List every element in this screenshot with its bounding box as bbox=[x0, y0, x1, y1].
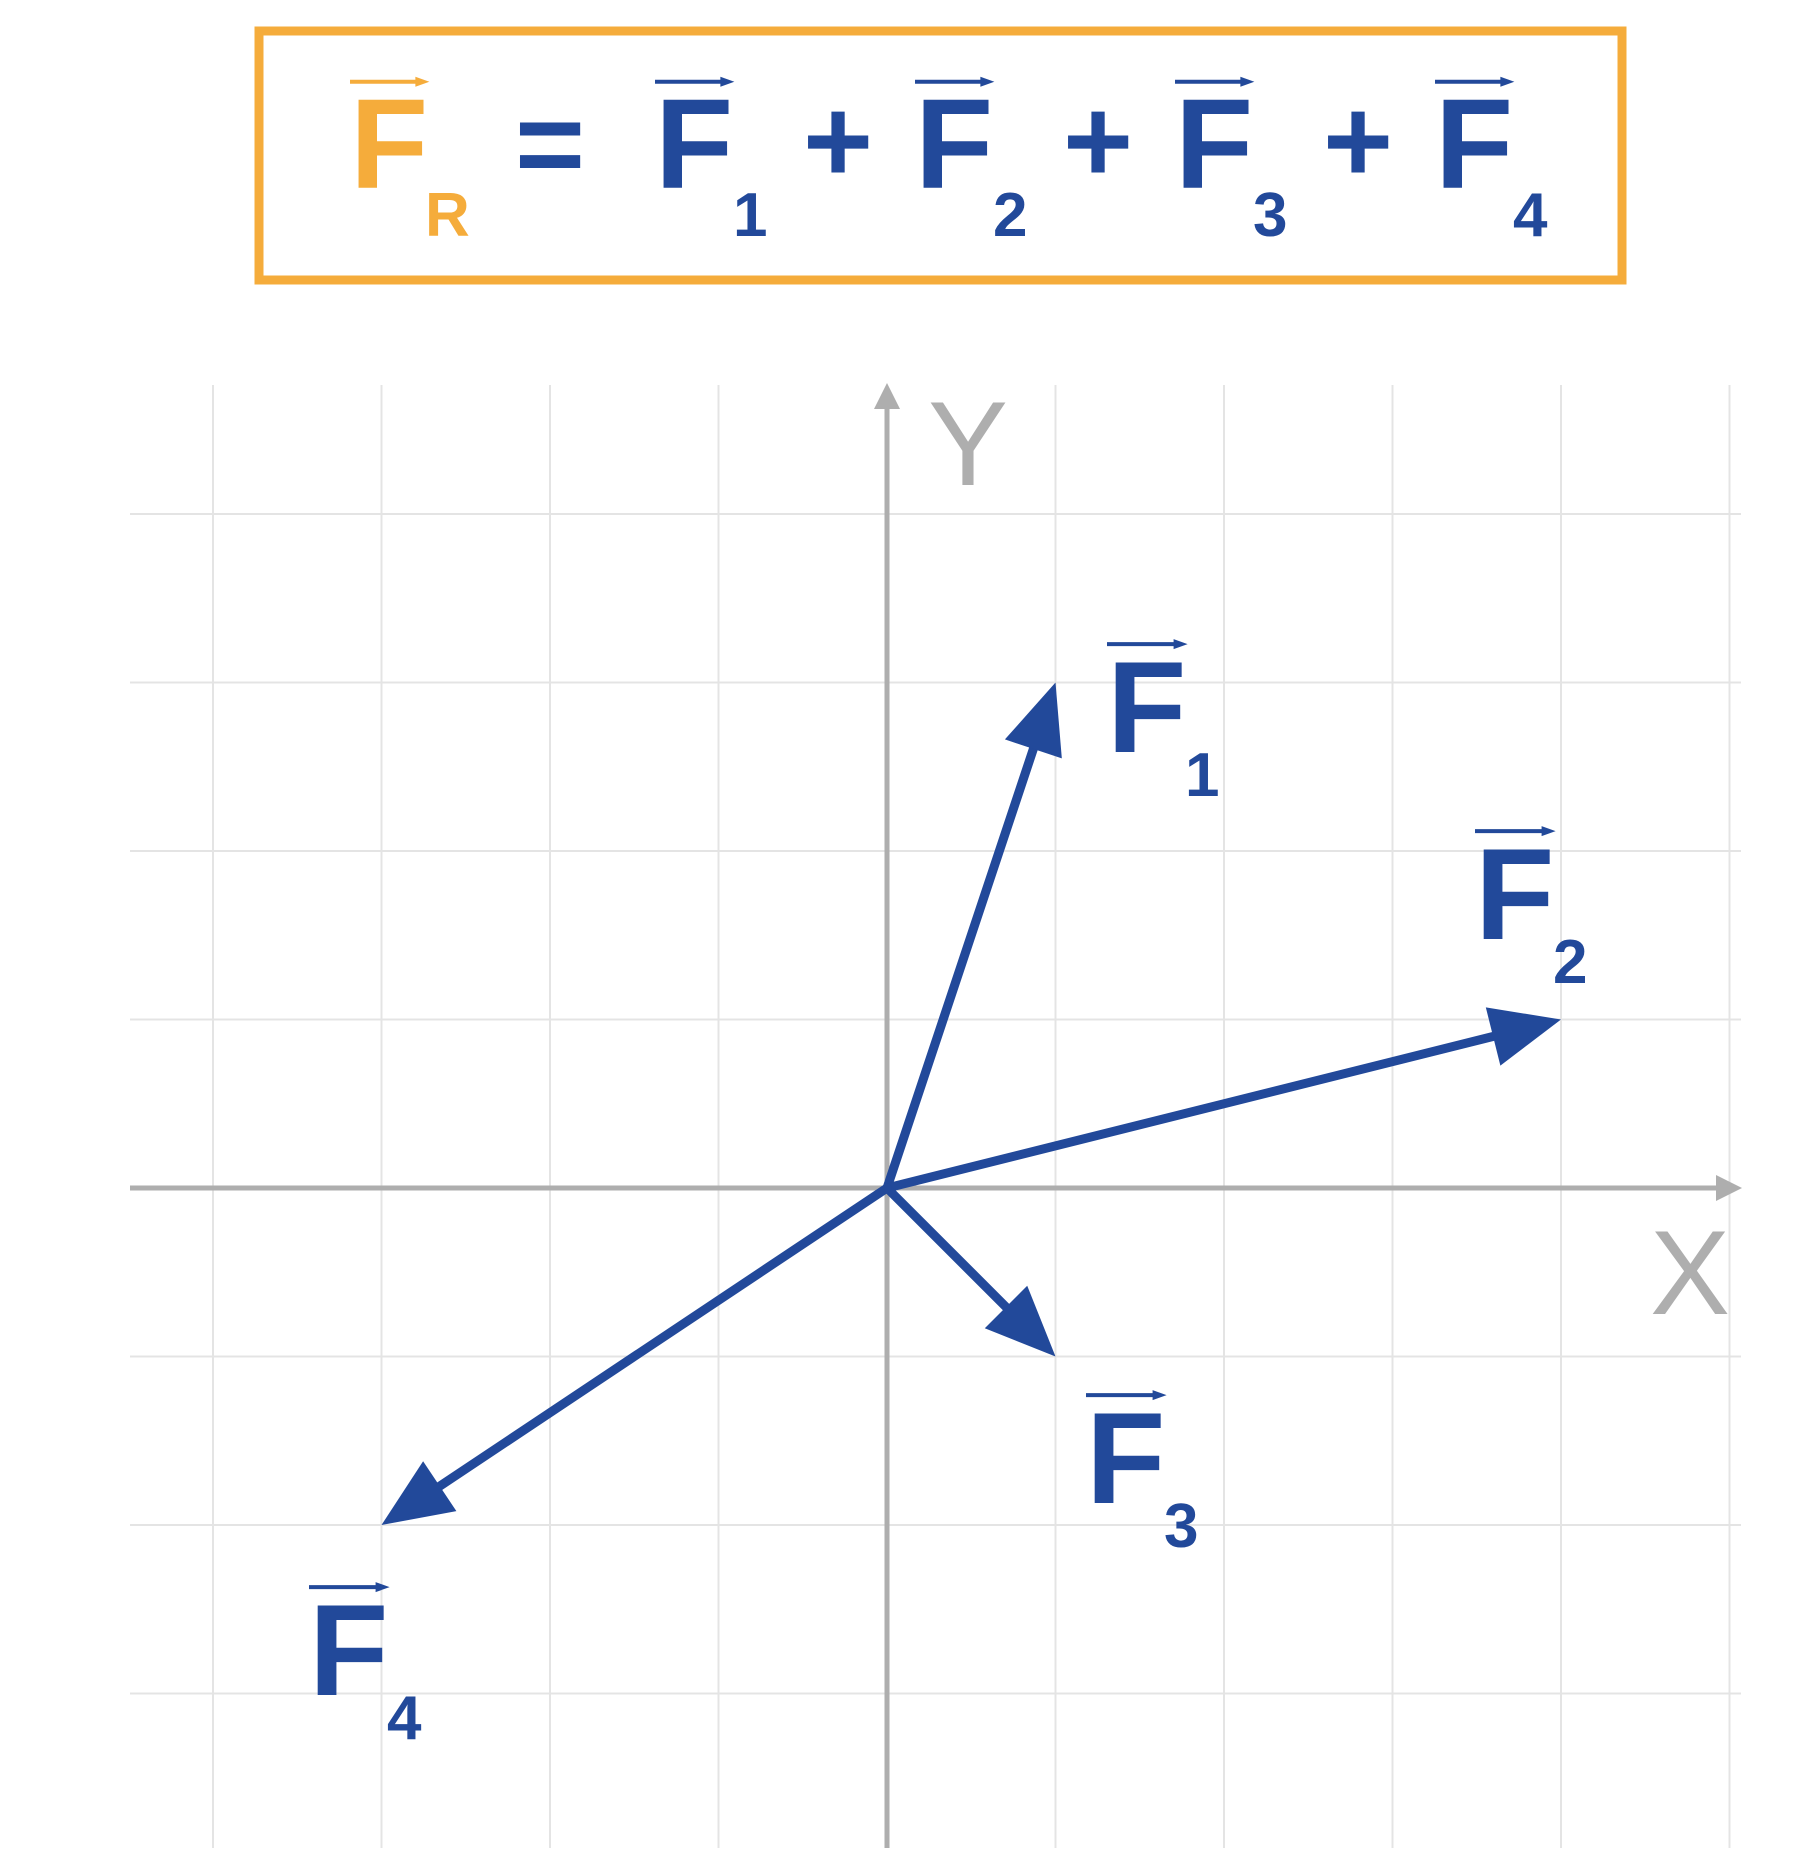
equation-term-4-symbol: F bbox=[1435, 73, 1513, 216]
vector-arrowhead-icon bbox=[1240, 76, 1255, 87]
vector-arrowhead-icon bbox=[1500, 76, 1515, 87]
axes: XY bbox=[130, 377, 1742, 1848]
label-F3-subscript: 3 bbox=[1164, 1492, 1198, 1561]
equation-term-1-symbol: F bbox=[655, 73, 733, 216]
equation-term-3-subscript: 3 bbox=[1253, 181, 1287, 250]
y-axis-label: Y bbox=[928, 377, 1008, 511]
vector-F1-arrowhead bbox=[1004, 682, 1062, 759]
grid bbox=[130, 385, 1741, 1848]
x-axis-label: X bbox=[1650, 1206, 1730, 1340]
equation-term-2-symbol: F bbox=[915, 73, 993, 216]
label-F2: F2 bbox=[1475, 821, 1587, 997]
equation-plus: + bbox=[803, 74, 873, 208]
vector-F2-arrowhead bbox=[1485, 1007, 1561, 1066]
equation-box bbox=[254, 26, 1627, 285]
label-F1: F1 bbox=[1107, 634, 1219, 810]
label-F3: F3 bbox=[1086, 1385, 1198, 1561]
label-F4: F4 bbox=[309, 1577, 422, 1753]
equation-term-2-subscript: 2 bbox=[993, 181, 1027, 250]
vector-arrowhead-icon bbox=[980, 76, 995, 87]
equation-plus: + bbox=[1323, 74, 1393, 208]
label-F1-subscript: 1 bbox=[1185, 741, 1219, 810]
vector-arrowhead-icon bbox=[1152, 1390, 1167, 1401]
equation-resultant-symbol: F bbox=[350, 73, 428, 216]
equation-plus: + bbox=[1063, 74, 1133, 208]
equation-equals: = bbox=[515, 77, 585, 211]
vector-F4-arrowhead bbox=[381, 1461, 457, 1525]
label-F1-symbol: F bbox=[1107, 634, 1186, 780]
vector-arrowhead-icon bbox=[415, 76, 430, 87]
vector-F1-shaft bbox=[882, 738, 1040, 1193]
vector-F3-shaft bbox=[882, 1183, 1015, 1316]
vector-arrowhead-icon bbox=[720, 76, 735, 87]
vector-arrowhead-icon bbox=[375, 1582, 390, 1593]
equation-resultant: FR bbox=[350, 73, 470, 250]
force-vectors bbox=[381, 682, 1561, 1525]
equation-resultant-subscript: R bbox=[425, 181, 470, 250]
x-axis-arrowhead bbox=[1716, 1175, 1742, 1201]
label-F4-subscript: 4 bbox=[387, 1684, 422, 1753]
label-F3-symbol: F bbox=[1086, 1385, 1165, 1531]
equation-term-4-subscript: 4 bbox=[1513, 181, 1548, 250]
vector-F3-arrowhead bbox=[984, 1285, 1056, 1357]
equation-term-3-symbol: F bbox=[1175, 73, 1253, 216]
label-F2-symbol: F bbox=[1475, 821, 1554, 967]
equation-term-1-subscript: 1 bbox=[733, 181, 767, 250]
label-F2-subscript: 2 bbox=[1553, 928, 1587, 997]
vector-arrowhead-icon bbox=[1541, 826, 1556, 837]
label-F4-symbol: F bbox=[309, 1577, 388, 1723]
vector-F4-shaft bbox=[430, 1183, 892, 1494]
y-axis-arrowhead bbox=[874, 383, 900, 409]
vector-F2-shaft bbox=[882, 1030, 1504, 1193]
vector-arrowhead-icon bbox=[1173, 639, 1188, 650]
